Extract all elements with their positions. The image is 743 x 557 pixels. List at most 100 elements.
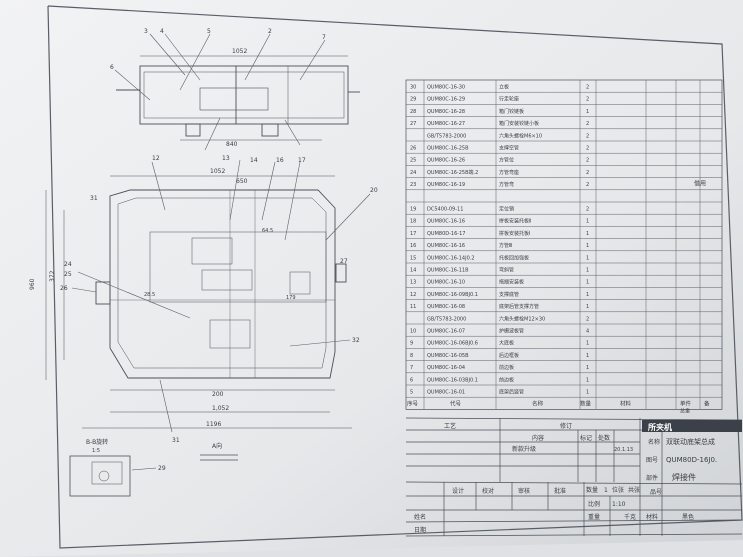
qty-value: 1: [604, 487, 608, 494]
callout-4: 4: [160, 28, 164, 35]
callout-17: 17: [298, 157, 306, 164]
bom-cell-name: 行走轮座: [499, 96, 519, 103]
bom-cell-qty: 1: [586, 304, 589, 310]
weight-unit: 千克: [624, 513, 636, 521]
bom-cell-name: 立板: [499, 84, 509, 91]
bom-border: [405, 79, 723, 410]
bom-cell-name: 六角头螺栓M6×10: [499, 132, 542, 139]
bom-cell-qty: 2: [586, 182, 589, 188]
sheet-count: 共张: [628, 486, 640, 494]
bom-cell-code: QUM80C-16-25B端.2: [427, 169, 478, 176]
bom-cell-code: QUM80C-16-07: [427, 329, 465, 335]
bom-cell-no: 19: [410, 207, 416, 213]
main-dim-200: 200: [212, 391, 224, 398]
callout-24: 24: [64, 261, 72, 268]
bom-cell-qty: 1: [586, 353, 589, 359]
rev-entry: 新款升级: [512, 445, 536, 453]
section-scale: 1:5: [92, 448, 100, 454]
bom-cell-no: 5: [410, 390, 413, 396]
main-leaders: [71, 159, 371, 433]
bom-header-unit_weight: 单件: [680, 400, 692, 408]
bom-cell-qty: 2: [586, 170, 589, 176]
name-label: 名称: [648, 438, 660, 446]
bom-cell-no: 27: [410, 121, 416, 127]
bom-cell-code: QUM80C-16-11B: [427, 268, 469, 274]
callout-29: 29: [158, 465, 166, 472]
bom-cell-name: 大底板: [499, 340, 514, 347]
bom-cell-qty: 2: [586, 316, 589, 322]
arrow-view-label: A向: [212, 442, 222, 450]
revision-label: 修订: [560, 422, 572, 430]
bom-cell-code: QUM80C-16-28: [427, 109, 465, 115]
callout-25: 25: [64, 271, 72, 278]
bom-cell-name: 底架后管支撑方管: [499, 303, 539, 310]
bom-header-total-weight: 总重: [680, 408, 690, 415]
callout-2: 2: [268, 28, 272, 35]
bom-cell-no: 9: [410, 341, 413, 347]
bom-cell-code: GB/T5783-2000: [427, 133, 466, 139]
callout-13: 13: [222, 155, 230, 162]
bom-cell-qty: 1: [586, 219, 589, 225]
bom-cell-name: 前边板: [499, 364, 514, 371]
bom-cell-name: 底架后竖管: [499, 389, 524, 396]
main-view: [45, 175, 352, 429]
bom-cell-name: 托板回加强板: [499, 254, 529, 261]
main-dim-372: 372: [49, 270, 56, 282]
bom-cell-code: QUM80C-16-08: [427, 304, 465, 310]
bom-cell-no: 26: [410, 146, 416, 152]
bom-cell-name: 方管位: [499, 157, 514, 164]
bom-cell-name: 前边板: [499, 376, 514, 383]
bom-cell-qty: 2: [586, 207, 589, 213]
callout-20: 20: [370, 187, 378, 194]
bom-cell-no: 14: [410, 268, 416, 274]
top-dim-840: 840: [226, 141, 238, 148]
bom-cell-name: 支撑空管: [499, 145, 519, 152]
code-label: 品号: [650, 489, 662, 496]
qty-label: 数量: [586, 486, 598, 494]
bom-cell-no: 13: [410, 280, 416, 286]
top-leaders: [114, 33, 326, 151]
bom-cell-code: QUM80C-16-29: [427, 97, 465, 103]
bom-cell-no: 24: [410, 170, 416, 176]
bom-header-remark: 备: [704, 400, 710, 408]
signature-label: 姓名: [414, 513, 426, 521]
bom-cell-code: QUM80C-16-26: [427, 158, 465, 164]
sheets-label: 位张: [612, 486, 624, 494]
bom-cell-name: 拖捆安装板: [499, 279, 524, 286]
callout-32: 32: [352, 337, 360, 344]
bom-cell-code: DC5400-09-11: [427, 207, 463, 213]
bom-cell-no: 6: [410, 377, 413, 383]
process-label: 工艺: [444, 422, 456, 430]
company-band: [642, 420, 742, 432]
rev-zone: 处数: [598, 434, 610, 442]
bom-cell-code: QUM80C-16-10: [427, 280, 465, 286]
bom-cell-code: QUM80C-16-03BJ0.1: [427, 377, 478, 383]
bom-cell-code: GB/T5783-2000: [427, 316, 466, 322]
callout-3: 3: [144, 28, 148, 35]
bom-cell-qty: 1: [586, 377, 589, 383]
bom-cell-qty: 2: [586, 121, 589, 127]
bom-cell-name: 定位销: [499, 206, 514, 213]
section-label: B-B旋转: [86, 438, 108, 446]
rev-content: 内容: [532, 434, 544, 442]
bom-cell-qty: 1: [586, 292, 589, 298]
company-name: 所夹机: [647, 422, 672, 432]
callout-31: 31: [172, 437, 180, 444]
main-dim-1052b: 1,052: [212, 405, 229, 412]
bom-cell-code: QUM80C-16-01: [427, 390, 465, 396]
bom-header-no: 序号: [407, 400, 419, 408]
top-view: [116, 55, 360, 141]
callout-14: 14: [250, 157, 258, 164]
date-label: 日期: [414, 526, 426, 534]
bom-cell-name: 支撑底管: [499, 291, 519, 298]
scale-label: 比例: [588, 500, 600, 508]
bom-cell-no: 8: [410, 353, 413, 359]
scale-value: 1:10: [612, 501, 626, 508]
bom-cell-name: 拼板安装托板Ⅰ: [499, 230, 530, 237]
bom-cell-name: 弯斜管: [499, 267, 514, 274]
color-value: 黑色: [682, 513, 694, 521]
bom-cell-name: 后边框板: [499, 352, 519, 359]
bom-cell-code: QUM80C-16-09BJ0.1: [427, 292, 478, 298]
bom-cell-code: QUM80C-16-16: [427, 243, 465, 249]
